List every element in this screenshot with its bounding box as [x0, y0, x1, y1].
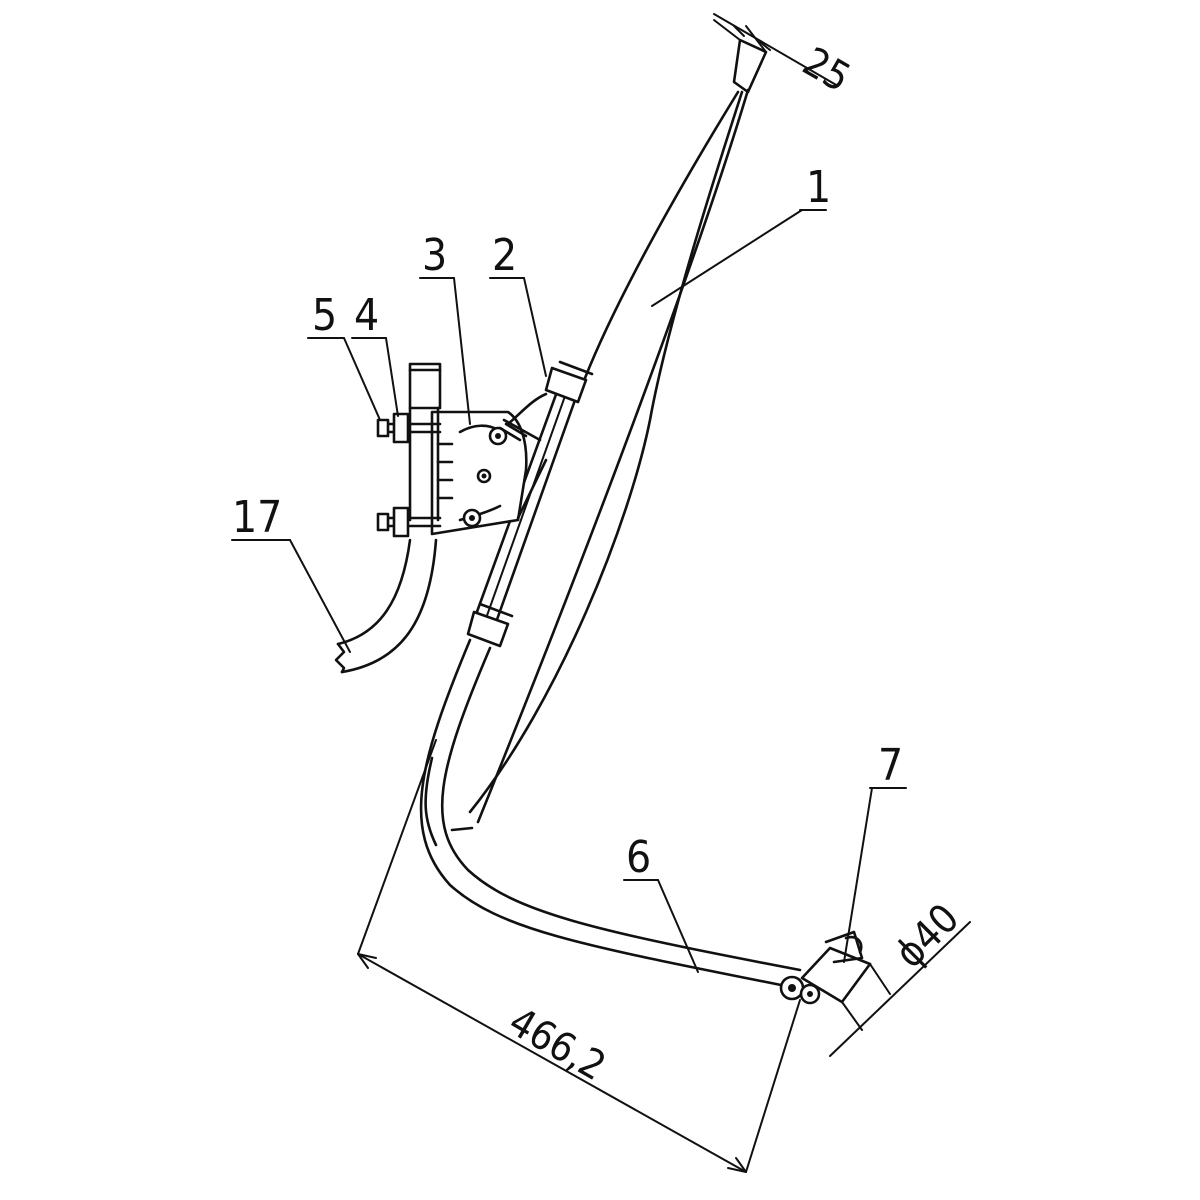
callout-7: 7 — [843, 740, 907, 963]
u-bolt-nut-top — [392, 412, 410, 444]
curved-arm — [419, 638, 821, 1005]
callout-5: 5 — [307, 290, 381, 421]
upper-clamp — [544, 366, 588, 404]
callout-7-label: 7 — [878, 740, 903, 791]
callout-6-label: 6 — [626, 832, 651, 883]
callout-2: 2 — [489, 230, 547, 377]
callout-1: 1 — [651, 162, 831, 307]
callout-4-label: 4 — [354, 290, 379, 341]
dim-pin-diameter-text: ϕ40 — [887, 895, 969, 977]
callout-6: 6 — [623, 832, 699, 973]
mounting-bracket — [430, 392, 548, 536]
callout-5-label: 5 — [312, 290, 337, 341]
callout-2-label: 2 — [492, 230, 517, 281]
u-bolts — [376, 412, 442, 538]
callout-1-label: 1 — [806, 162, 831, 213]
callout-17-label: 17 — [232, 492, 282, 543]
u-bolt-nut-bottom — [392, 506, 410, 538]
callout-4: 4 — [351, 290, 399, 417]
dim-span-text: 466,2 — [501, 999, 613, 1090]
frame-tube — [334, 362, 442, 674]
lower-clamp — [466, 610, 510, 648]
bolt-end-bottom — [376, 512, 390, 532]
dimension-tip-width: 25 — [713, 13, 858, 102]
callout-3: 3 — [419, 230, 471, 425]
bolt-end-top — [376, 418, 390, 438]
dim-tip-width-text: 25 — [795, 39, 858, 102]
tine-blade — [450, 38, 768, 832]
callout-17: 17 — [231, 492, 351, 653]
callout-3-label: 3 — [422, 230, 447, 281]
